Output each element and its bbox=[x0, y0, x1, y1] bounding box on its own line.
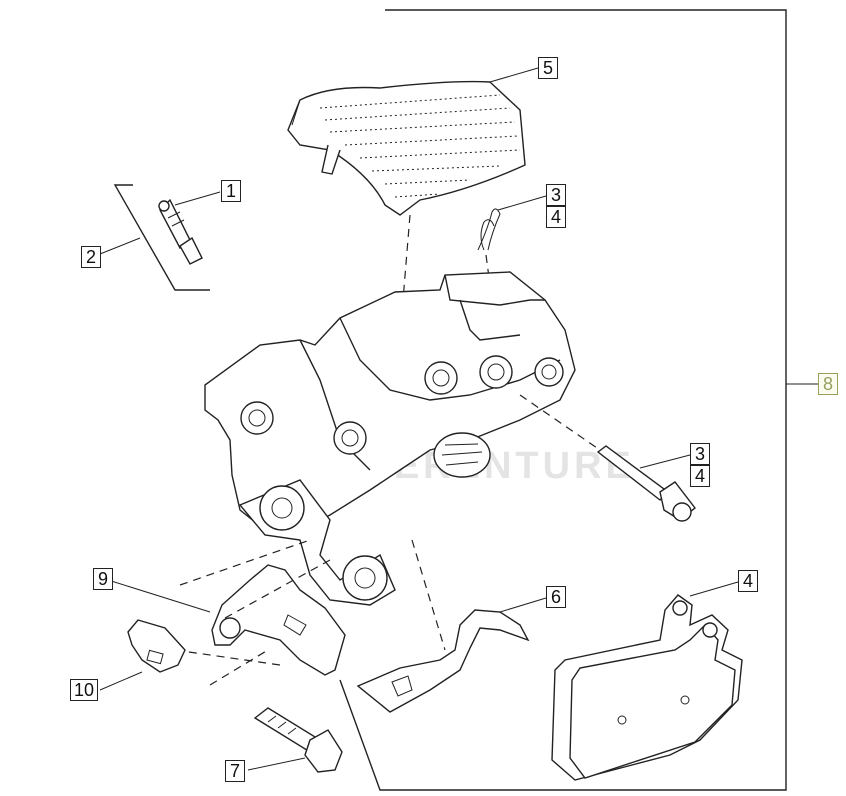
clip-dash-line bbox=[485, 254, 491, 286]
brake-pad-shield bbox=[287, 80, 526, 216]
retaining-spring-clip bbox=[477, 208, 501, 251]
callout-3-mid: 3 bbox=[690, 443, 710, 465]
leader-3-top bbox=[497, 195, 547, 211]
callout-5: 5 bbox=[538, 57, 558, 79]
kit-bracket bbox=[339, 9, 787, 791]
bracket-clip bbox=[127, 619, 186, 673]
shield-dash-line bbox=[402, 214, 411, 301]
callout-4-top: 4 bbox=[546, 206, 566, 228]
shield-perforation-pattern bbox=[319, 94, 521, 198]
pad-pin bbox=[596, 445, 696, 522]
bracket-dash-line-4 bbox=[209, 649, 269, 686]
leader-4-bottom bbox=[689, 581, 739, 597]
callout-4-mid: 4 bbox=[690, 465, 710, 487]
callout-3-top: 3 bbox=[546, 184, 566, 206]
brake-pad-set bbox=[551, 594, 743, 781]
leader-6 bbox=[499, 597, 547, 613]
callout-4-bottom: 4 bbox=[738, 570, 758, 592]
mounting-bracket bbox=[211, 564, 346, 676]
callout-7: 7 bbox=[225, 760, 245, 782]
bracket-dash-line-3 bbox=[174, 649, 281, 666]
pin-dash-line bbox=[519, 394, 601, 451]
leader-7 bbox=[247, 757, 306, 771]
callout-10: 10 bbox=[70, 679, 98, 701]
bracket-dash-line-1 bbox=[179, 539, 311, 586]
callout-8-kit: 8 bbox=[818, 373, 838, 395]
anti-rattle-spring bbox=[356, 609, 530, 713]
mounting-bolt bbox=[253, 707, 343, 773]
leader-3-mid bbox=[639, 454, 691, 469]
bracket-dash-line-2 bbox=[224, 559, 331, 619]
leader-10 bbox=[99, 671, 143, 691]
leader-9 bbox=[107, 579, 211, 613]
callout-1: 1 bbox=[221, 180, 241, 202]
leader-1 bbox=[174, 191, 221, 206]
spring-dash-line bbox=[411, 539, 446, 651]
leader-5 bbox=[489, 67, 539, 83]
callout-9: 9 bbox=[93, 568, 113, 590]
bleeder-screw bbox=[158, 198, 203, 265]
callout-2: 2 bbox=[81, 246, 101, 268]
leader-2 bbox=[99, 237, 141, 255]
callout-6: 6 bbox=[546, 586, 566, 608]
bleeder-group-bracket bbox=[113, 184, 210, 291]
brake-caliper-body bbox=[204, 271, 576, 606]
